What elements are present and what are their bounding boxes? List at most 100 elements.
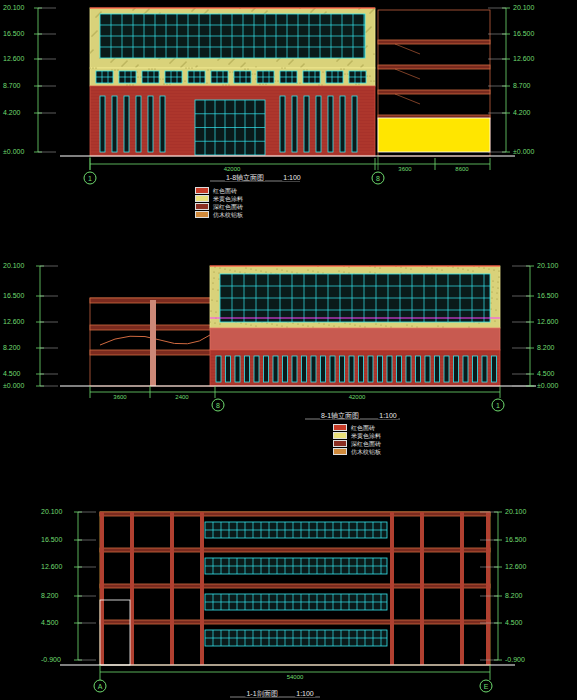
- texture-dot: [91, 52, 92, 53]
- texture-dot: [371, 27, 372, 28]
- level-line: [488, 59, 506, 60]
- glazing: [257, 71, 274, 83]
- dimension-text: 42000: [223, 166, 242, 172]
- window: [387, 356, 392, 382]
- texture-dot: [160, 79, 161, 80]
- texture-dot: [307, 70, 308, 71]
- dimension-line: [498, 512, 499, 660]
- dimension-text: ±0.000: [536, 382, 559, 389]
- level-line: [488, 152, 506, 153]
- wall: [200, 512, 204, 665]
- texture-dot: [453, 267, 454, 268]
- texture-dot: [260, 84, 261, 85]
- texture-dot: [348, 65, 349, 66]
- dimension-text: 16.500: [504, 536, 527, 543]
- texture-dot: [350, 324, 351, 325]
- legend-row: 米黄色涂料: [333, 432, 381, 439]
- window: [406, 356, 411, 382]
- level-line: [78, 567, 96, 568]
- texture-dot: [125, 63, 126, 64]
- texture-dot: [219, 59, 220, 60]
- texture-dot: [356, 84, 357, 85]
- window: [435, 356, 440, 382]
- texture-dot: [314, 9, 315, 10]
- texture-dot: [391, 327, 392, 328]
- texture-dot: [374, 9, 375, 10]
- level-line: [78, 596, 96, 597]
- texture-dot: [313, 10, 314, 11]
- texture-dot: [229, 85, 230, 86]
- window: [264, 356, 269, 382]
- level-line: [40, 296, 58, 297]
- window: [302, 356, 307, 382]
- window: [444, 356, 449, 382]
- texture-dot: [493, 287, 494, 288]
- texture-dot: [149, 69, 150, 70]
- texture-dot: [96, 17, 97, 18]
- window: [463, 356, 468, 382]
- transom: [188, 77, 205, 78]
- window-strip: [328, 96, 333, 152]
- texture-dot: [213, 283, 214, 284]
- dimension-line: [100, 672, 490, 673]
- texture-dot: [219, 279, 220, 280]
- level-line: [480, 660, 498, 661]
- texture-dot: [350, 63, 351, 64]
- texture-dot: [212, 300, 213, 301]
- legend-swatch: [333, 440, 347, 447]
- transom: [211, 77, 228, 78]
- texture-dot: [245, 273, 246, 274]
- texture-dot: [266, 84, 267, 85]
- window-strip: [316, 96, 321, 152]
- ground-line: [60, 385, 540, 386]
- glazing: [349, 71, 366, 83]
- level-line: [512, 296, 530, 297]
- level-line: [512, 322, 530, 323]
- dimension-line: [530, 266, 531, 386]
- texture-dot: [366, 32, 367, 33]
- transom: [220, 310, 490, 311]
- texture-dot: [278, 81, 279, 82]
- texture-dot: [211, 70, 212, 71]
- texture-dot: [174, 59, 175, 60]
- transom: [195, 141, 265, 142]
- glazing: [220, 274, 490, 322]
- texture-dot: [163, 79, 164, 80]
- window-strip: [136, 96, 141, 152]
- parapet-line: [210, 265, 500, 266]
- texture-dot: [186, 68, 187, 69]
- dimension-text: ±0.000: [512, 148, 535, 155]
- texture-dot: [241, 67, 242, 68]
- window: [378, 356, 383, 382]
- legend-swatch: [333, 424, 347, 431]
- dimension-text: 12.600: [40, 563, 63, 570]
- texture-dot: [94, 34, 95, 35]
- dimension-text: 20.100: [536, 262, 559, 269]
- dimension-line: [40, 266, 41, 386]
- level-line: [488, 8, 506, 9]
- texture-dot: [293, 323, 294, 324]
- texture-dot: [492, 298, 493, 299]
- texture-dot: [311, 12, 312, 13]
- texture-dot: [127, 85, 128, 86]
- dimension-tick: [435, 158, 436, 170]
- texture-dot: [300, 83, 301, 84]
- texture-dot: [370, 76, 371, 77]
- floor-slab: [100, 548, 490, 552]
- texture-dot: [339, 327, 340, 328]
- texture-dot: [256, 326, 257, 327]
- texture-dot: [181, 67, 182, 68]
- texture-dot: [287, 327, 288, 328]
- floor-slab: [378, 90, 490, 94]
- texture-dot: [370, 13, 371, 14]
- axis-line: [90, 156, 91, 170]
- texture-dot: [118, 70, 119, 71]
- texture-dot: [374, 81, 375, 82]
- texture-dot: [215, 323, 216, 324]
- texture-dot: [293, 60, 294, 61]
- dimension-tick: [490, 665, 491, 680]
- texture-dot: [226, 85, 227, 86]
- wall: [170, 512, 174, 665]
- level-line: [512, 266, 530, 267]
- dimension-text: 42000: [348, 394, 367, 400]
